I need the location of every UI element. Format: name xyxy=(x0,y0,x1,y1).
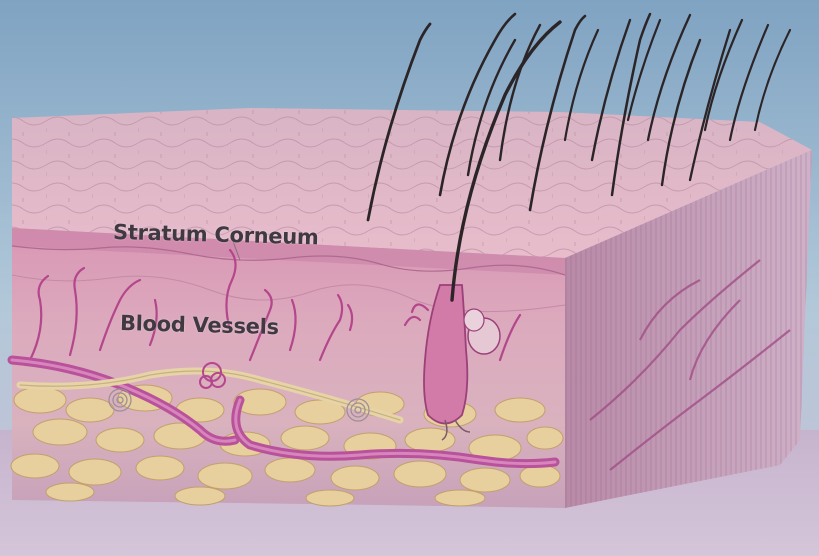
blood-vessels-label: Blood Vessels xyxy=(120,311,279,339)
